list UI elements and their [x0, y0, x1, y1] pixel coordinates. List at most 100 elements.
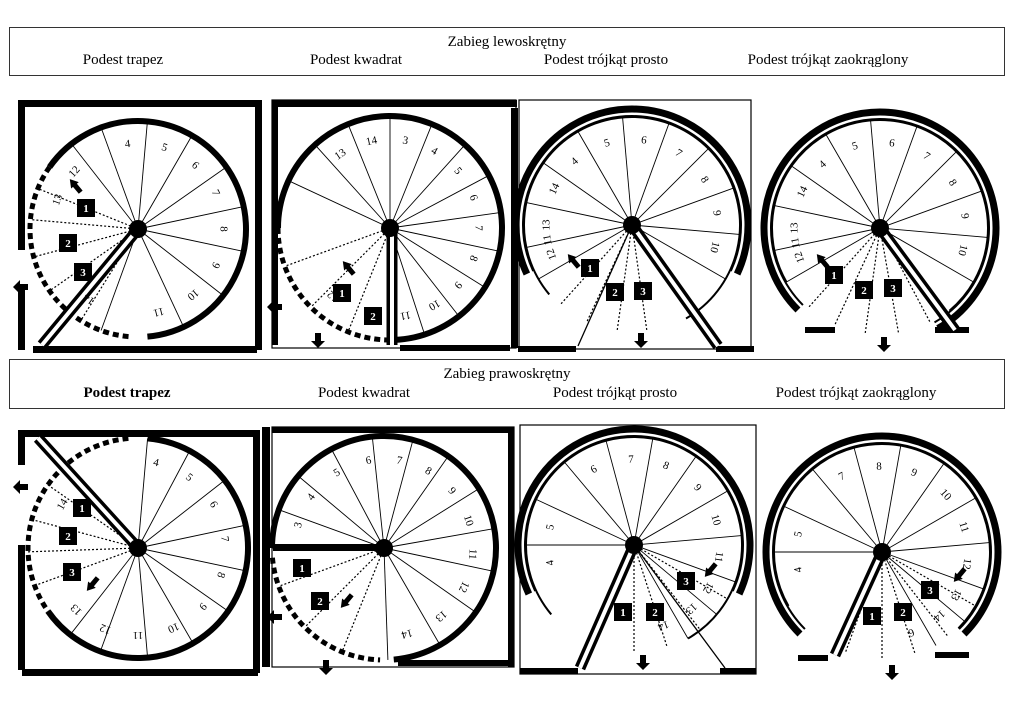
- step-number: 5: [792, 530, 805, 538]
- step-edge: [577, 131, 633, 226]
- wall-segment: [18, 290, 25, 350]
- center-post: [625, 536, 643, 554]
- diagram-top-kwadrat: 1110987654314131212: [267, 99, 518, 351]
- stringer-beam-inner: [40, 227, 140, 347]
- step-number: 12: [544, 247, 559, 261]
- landing-step-number: 2: [861, 285, 867, 297]
- step-number: 5: [332, 466, 343, 479]
- exit-arrow-icon: [319, 660, 333, 675]
- step-edge: [389, 175, 490, 229]
- step-edge: [331, 448, 385, 549]
- center-post: [129, 539, 147, 557]
- landing-step-badge: 1: [73, 499, 91, 517]
- step-edge: [137, 547, 229, 612]
- walk-direction-icon: [567, 254, 581, 269]
- step-number: 9: [446, 485, 459, 497]
- landing-step-badge: 1: [614, 603, 632, 621]
- label-podest-trojkat-zaokraglony: Podest trójkąt zaokrąglony: [775, 385, 937, 401]
- step-number: 8: [661, 459, 671, 472]
- landing-edge: [577, 224, 633, 347]
- walk-direction-head: [86, 581, 96, 591]
- exit-arrow-icon: [13, 480, 28, 494]
- landing-step-edge: [80, 228, 139, 321]
- step-number: 4: [124, 138, 131, 151]
- landing-step-box: [63, 563, 81, 581]
- wall-segment: [272, 100, 278, 345]
- step-edge: [631, 224, 726, 280]
- landing-step-badge: 2: [364, 307, 382, 325]
- step-edge: [543, 162, 633, 226]
- landing-step-box: [614, 603, 632, 621]
- step-number: 13: [68, 601, 85, 618]
- landing-step-badge: 2: [59, 234, 77, 252]
- label-podest-kwadrat: Podest kwadrat: [317, 385, 411, 401]
- landing-step-box: [73, 499, 91, 517]
- step-edge: [371, 436, 385, 549]
- landing-step-edge: [631, 224, 648, 333]
- step-number: 6: [207, 499, 220, 510]
- landing-step-number: 3: [640, 286, 646, 298]
- step-edge: [137, 438, 149, 549]
- landing-step-box: [59, 527, 77, 545]
- landing-step-box: [825, 266, 843, 284]
- walk-direction-shaft: [345, 264, 356, 276]
- step-edge: [879, 190, 982, 229]
- step-edge: [383, 547, 477, 613]
- step-number: 9: [451, 279, 464, 291]
- step-edge: [69, 547, 139, 635]
- landing-step-edge: [278, 547, 385, 587]
- step-edge: [137, 135, 193, 230]
- walk-direction-shaft: [819, 257, 830, 269]
- step-edge: [825, 134, 881, 229]
- left-turn-header: Zabieg lewoskrętny Podest trapez Podest …: [9, 27, 1005, 76]
- landing-step-number: 3: [683, 576, 689, 588]
- landing-step-box: [863, 607, 881, 625]
- step-edge: [389, 227, 486, 288]
- step-number: 13: [789, 222, 801, 234]
- landing-step-box: [646, 603, 664, 621]
- step-edge: [881, 463, 945, 553]
- step-number: 8: [214, 570, 227, 579]
- step-edge: [631, 123, 670, 226]
- walk-direction-head: [340, 598, 350, 608]
- landing-step-badge: 2: [59, 527, 77, 545]
- step-number: 13: [541, 219, 553, 231]
- landing-step-box: [77, 199, 95, 217]
- step-edge: [853, 447, 883, 553]
- step-number: 7: [473, 225, 485, 231]
- wall-segment: [18, 430, 258, 437]
- walk-direction-shaft: [72, 182, 83, 194]
- landing-step-box: [581, 259, 599, 277]
- exit-arrow-icon: [13, 280, 28, 294]
- center-post: [871, 219, 889, 237]
- step-number: 7: [921, 150, 933, 163]
- landing-step-edge: [347, 227, 391, 333]
- step-edge: [100, 127, 139, 230]
- step-number: 5: [544, 523, 557, 531]
- landing-dashed-arc: [269, 557, 381, 663]
- step-edge: [633, 535, 742, 546]
- step-edge: [879, 227, 988, 238]
- step-number: 7: [673, 147, 685, 160]
- landing-step-badge: 1: [333, 284, 351, 302]
- section-title: Zabieg prawoskrętny: [443, 366, 571, 382]
- stringer-beam-inner: [833, 551, 884, 656]
- step-number: 14: [931, 607, 948, 624]
- walk-direction-icon: [86, 576, 100, 591]
- step-number: 4: [792, 565, 805, 573]
- walk-direction-head: [816, 254, 826, 264]
- landing-step-edge: [881, 551, 976, 607]
- step-edge: [881, 551, 984, 590]
- landing-step-number: 2: [612, 287, 618, 299]
- step-number: 4: [817, 158, 829, 171]
- step-edge: [314, 144, 391, 229]
- walk-direction-head: [342, 261, 352, 271]
- step-edge: [137, 228, 224, 296]
- step-edge: [137, 166, 227, 230]
- landing-step-number: 2: [65, 531, 71, 543]
- step-edge: [99, 547, 139, 652]
- landing-step-badge: 2: [855, 281, 873, 299]
